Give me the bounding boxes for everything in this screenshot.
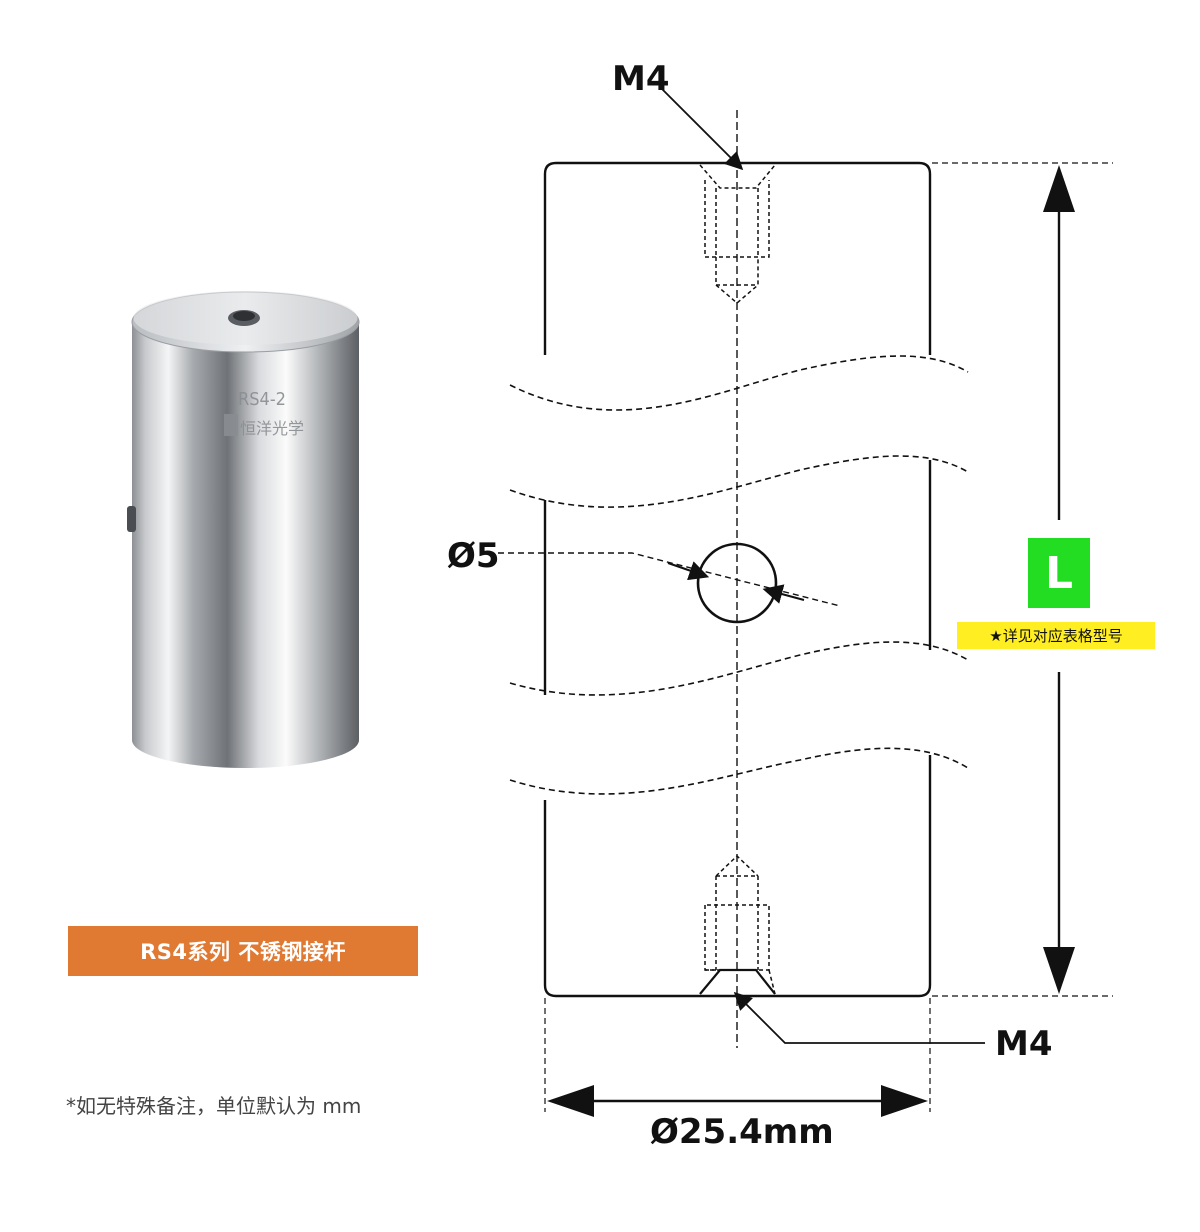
length-note: ★详见对应表格型号 [957, 622, 1155, 649]
diameter-label: Ø25.4mm [650, 1112, 834, 1152]
diameter-arrow-right [881, 1085, 928, 1117]
steel-post-photo: RS4-2 恒洋光学 [127, 291, 360, 768]
m4-bottom-label: M4 [995, 1024, 1053, 1064]
length-arrow-top [1043, 165, 1075, 212]
engraving: RS4-2 恒洋光学 [224, 389, 304, 438]
technical-drawing [498, 86, 1113, 1117]
bottom-tapped-hole [699, 854, 776, 995]
top-tapped-hole [699, 164, 776, 304]
break-lines [509, 355, 969, 795]
length-arrow-bottom [1043, 947, 1075, 994]
length-badge: L [1028, 538, 1090, 608]
diameter-arrow-left [547, 1085, 594, 1117]
svg-text:恒洋光学: 恒洋光学 [240, 419, 304, 438]
o5-leader [498, 552, 841, 607]
series-badge: RS4系列 不锈钢接杆 [68, 926, 418, 976]
m4-top-leader [659, 86, 744, 171]
m4-top-label: M4 [612, 59, 670, 99]
side-hole-circle [696, 542, 778, 624]
side-hole-label: Ø5 [447, 536, 500, 576]
m4-bottom-leader [733, 991, 985, 1044]
unit-note: *如无特殊备注，单位默认为 mm [66, 1094, 362, 1118]
svg-text:RS4-2: RS4-2 [238, 389, 286, 410]
side-hole [127, 506, 136, 532]
diameter-extension-lines [544, 998, 931, 1112]
length-extension-lines [932, 162, 1113, 997]
